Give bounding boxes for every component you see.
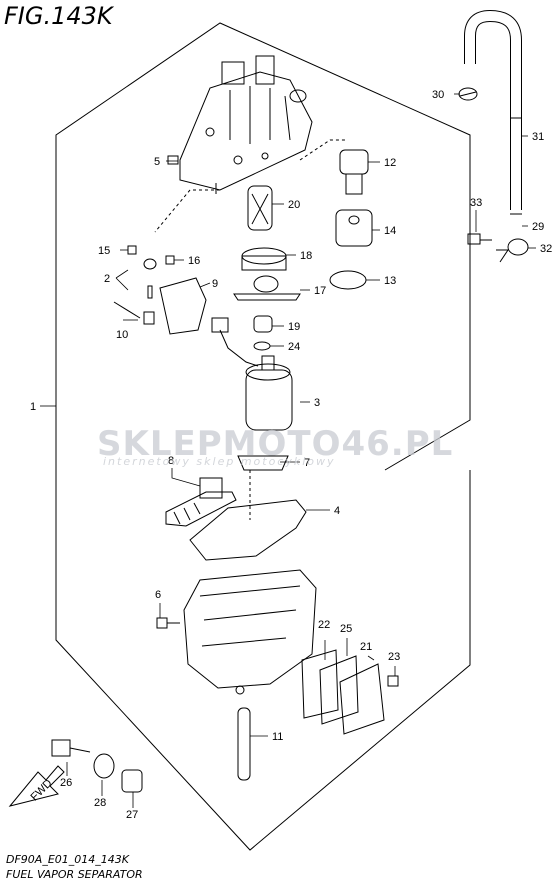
plate-25: [319, 655, 359, 725]
callout-leaders: [40, 93, 536, 808]
callout-9: 9: [212, 278, 218, 290]
pump-bracket-17: [233, 275, 301, 301]
callout-31: 31: [532, 131, 544, 143]
assembly-boundary-lower: [55, 406, 471, 851]
figure-title: FIG.143K: [4, 2, 113, 30]
callout-30: 30: [432, 89, 444, 101]
assembly-boundary: [55, 22, 471, 471]
callout-6: 6: [155, 589, 161, 601]
callout-29: 29: [532, 221, 544, 233]
gasket-22: [301, 649, 339, 719]
callout-17: 17: [314, 285, 326, 297]
callout-3: 3: [314, 397, 320, 409]
pump-connector: [211, 317, 229, 333]
grommet-28: [93, 753, 115, 779]
bolt-33: [467, 233, 492, 245]
guide-dashed-2: [299, 139, 345, 161]
callout-18: 18: [300, 250, 312, 262]
regulator-body-14: [335, 209, 373, 247]
callout-2: 2: [104, 273, 110, 285]
guide-dashed-1: [154, 189, 220, 233]
callout-4: 4: [334, 505, 340, 517]
callout-labels: 1 2 3 4 5 6 7 8 9 10 11 12 13 14 15 16 1…: [30, 89, 552, 821]
float-chamber: [183, 569, 317, 695]
filter-seat-18: [241, 247, 287, 271]
cover-21: [339, 663, 385, 735]
callout-26: 26: [60, 777, 72, 789]
bracket-pin: [143, 311, 155, 325]
callout-12: 12: [384, 157, 396, 169]
hose-clip-30: [458, 87, 478, 101]
grommet-19: [253, 315, 273, 333]
callout-22: 22: [318, 619, 330, 631]
cover-9: [159, 277, 207, 335]
fwd-arrow: FWD: [8, 765, 65, 807]
bolt-26: [51, 739, 91, 757]
screw-16: [165, 255, 175, 265]
fuel-filter-20: [247, 185, 273, 231]
callout-32: 32: [540, 243, 552, 255]
callout-15: 15: [98, 245, 110, 257]
callout-25: 25: [340, 623, 352, 635]
screw-5: [167, 155, 179, 165]
callout-16: 16: [188, 255, 200, 267]
callout-23: 23: [388, 651, 400, 663]
fuel-pump-3: [245, 355, 293, 431]
callout-21: 21: [360, 641, 372, 653]
screw-15: [127, 245, 137, 255]
callout-28: 28: [94, 797, 106, 809]
o-ring-24: [253, 341, 271, 351]
callout-27: 27: [126, 809, 138, 821]
collar-27: [121, 769, 143, 793]
pressure-regulator-12: [339, 149, 369, 195]
callout-10: 10: [116, 329, 128, 341]
callout-14: 14: [384, 225, 396, 237]
pump-holder-7: [237, 455, 289, 471]
gasket-4: [189, 499, 307, 561]
callout-13: 13: [384, 275, 396, 287]
callout-1: 1: [30, 401, 36, 413]
vapor-hose: [464, 9, 522, 215]
callout-8: 8: [168, 455, 174, 467]
fuel-strainer-8: [165, 477, 237, 527]
pin-10: [113, 301, 141, 319]
section-name: FUEL VAPOR SEPARATOR: [6, 868, 143, 881]
callout-19: 19: [288, 321, 300, 333]
pump-wire: [219, 329, 259, 367]
drain-hose-11: [237, 707, 251, 781]
model-code: DF90A_E01_014_143K: [6, 853, 129, 866]
callout-7: 7: [304, 457, 310, 469]
bolt-6: [156, 617, 180, 629]
screw-23: [387, 675, 399, 687]
callout-24: 24: [288, 341, 300, 353]
callout-20: 20: [288, 199, 300, 211]
o-ring-13: [329, 270, 367, 290]
watermark-tagline: internetowy sklep motocyklowy: [103, 455, 336, 468]
callout-11: 11: [272, 731, 283, 743]
watermark-brand: SKLEPMOTO46.PL: [97, 424, 454, 464]
grommet-2: [143, 258, 157, 299]
callout-5: 5: [154, 156, 160, 168]
callout-33: 33: [470, 197, 482, 209]
pump-cover-assembly: [179, 55, 313, 194]
clamp-32: [496, 238, 529, 263]
